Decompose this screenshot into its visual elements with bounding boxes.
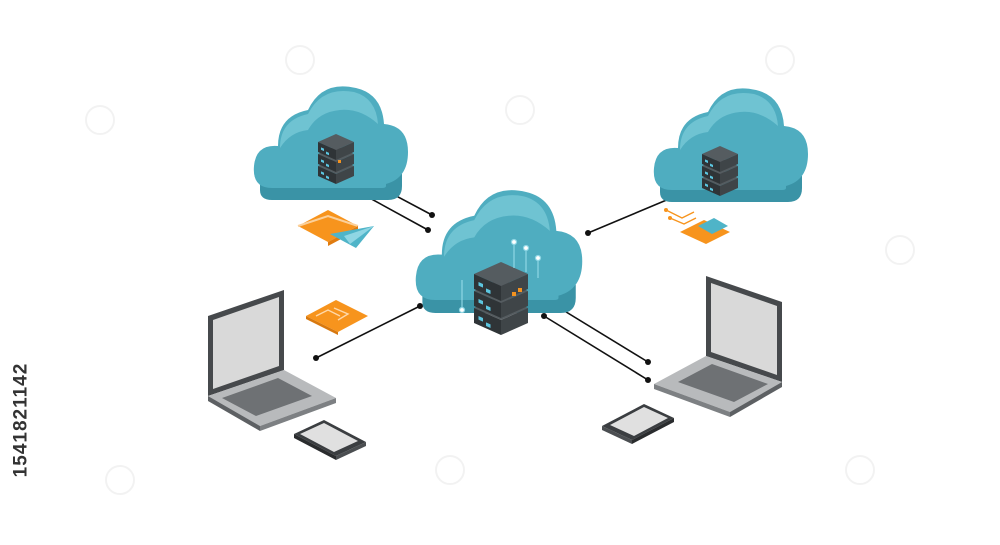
stock-id-text: 1541821142 [10,362,31,478]
circuit-tile-icon [664,208,730,244]
watermark-pattern [85,45,915,495]
cloud-server-icon [318,134,354,184]
smartphone-icon [294,420,366,460]
paper-plane-icon [330,226,374,248]
stock-id-label: 1541821142 [6,305,36,535]
top-left-cloud [253,86,409,200]
central-server-icon [458,238,542,335]
top-right-cloud [653,88,808,202]
laptop-icon [654,276,782,417]
smartphone-icon [602,404,674,444]
cloud-server-icon [702,146,738,196]
circuit-tile-icon [306,300,368,335]
